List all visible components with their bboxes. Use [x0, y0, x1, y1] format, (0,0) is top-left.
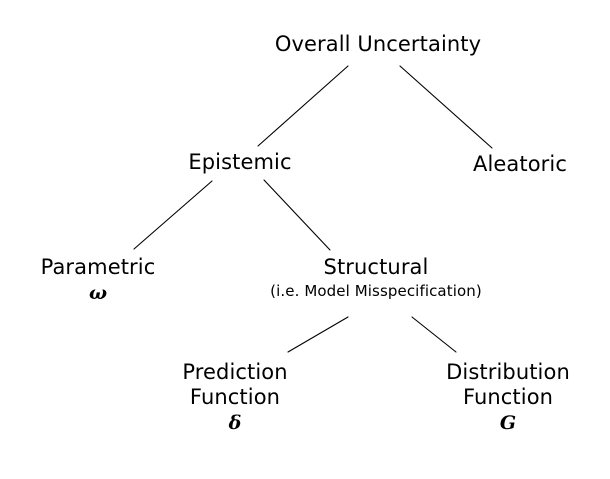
- node-label-parametric: Parametric: [40, 255, 156, 279]
- node-label-prediction-function: Prediction: [182, 360, 288, 384]
- node-label-root: Overall Uncertainty: [274, 32, 482, 56]
- edge-root-aleatoric: [399, 65, 493, 149]
- node-epistemic: Epistemic: [188, 150, 291, 175]
- node-root: Overall Uncertainty: [275, 32, 481, 57]
- node-aleatoric: Aleatoric: [473, 152, 567, 177]
- node-symbol-parametric: ω: [88, 281, 108, 304]
- edge-structural-prediction: [287, 316, 349, 353]
- edge-structural-distribution: [411, 316, 457, 353]
- edge-epistemic-structural: [263, 179, 331, 251]
- node-label-distribution-function: Distribution: [446, 360, 570, 384]
- node-structural: Structural (i.e. Model Misspecification): [270, 255, 482, 300]
- node-label-aleatoric: Aleatoric: [473, 152, 567, 176]
- node-sublabel-structural: (i.e. Model Misspecification): [270, 281, 482, 300]
- edge-root-epistemic: [257, 65, 349, 147]
- edge-epistemic-parametric: [133, 180, 213, 250]
- node-symbol-distribution-function: G: [499, 411, 517, 434]
- node-label-epistemic: Epistemic: [188, 150, 292, 174]
- node-label-structural: Structural: [323, 255, 429, 279]
- node-sublabel-distribution-function: Function: [462, 384, 554, 409]
- node-symbol-prediction-function: δ: [228, 411, 242, 434]
- node-sublabel-prediction-function: Function: [189, 384, 281, 409]
